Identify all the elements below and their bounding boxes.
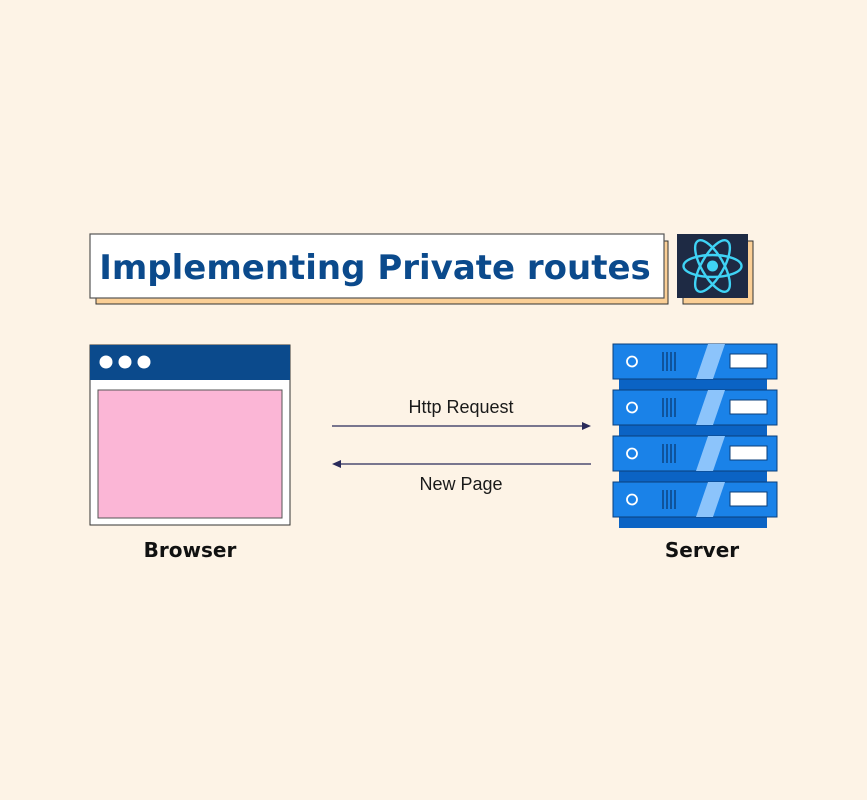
page-title: Implementing Private routes <box>99 248 651 288</box>
browser-window <box>89 344 291 526</box>
response-arrow <box>332 460 591 468</box>
server-unit <box>612 481 778 518</box>
server-unit <box>612 435 778 472</box>
browser-label: Browser <box>144 538 237 562</box>
request-label: Http Request <box>408 397 513 417</box>
server-unit <box>612 389 778 426</box>
window-dot-icon <box>137 355 151 369</box>
browser-content <box>97 389 283 519</box>
window-dot-icon <box>99 355 113 369</box>
window-dot-icon <box>118 355 132 369</box>
title-banner: Implementing Private routes <box>89 233 669 305</box>
server-rack-icon <box>612 343 778 528</box>
server-unit <box>612 343 778 380</box>
request-arrow <box>332 422 591 430</box>
response-label: New Page <box>419 474 502 494</box>
server-label: Server <box>665 538 739 562</box>
react-logo-icon <box>677 234 754 305</box>
